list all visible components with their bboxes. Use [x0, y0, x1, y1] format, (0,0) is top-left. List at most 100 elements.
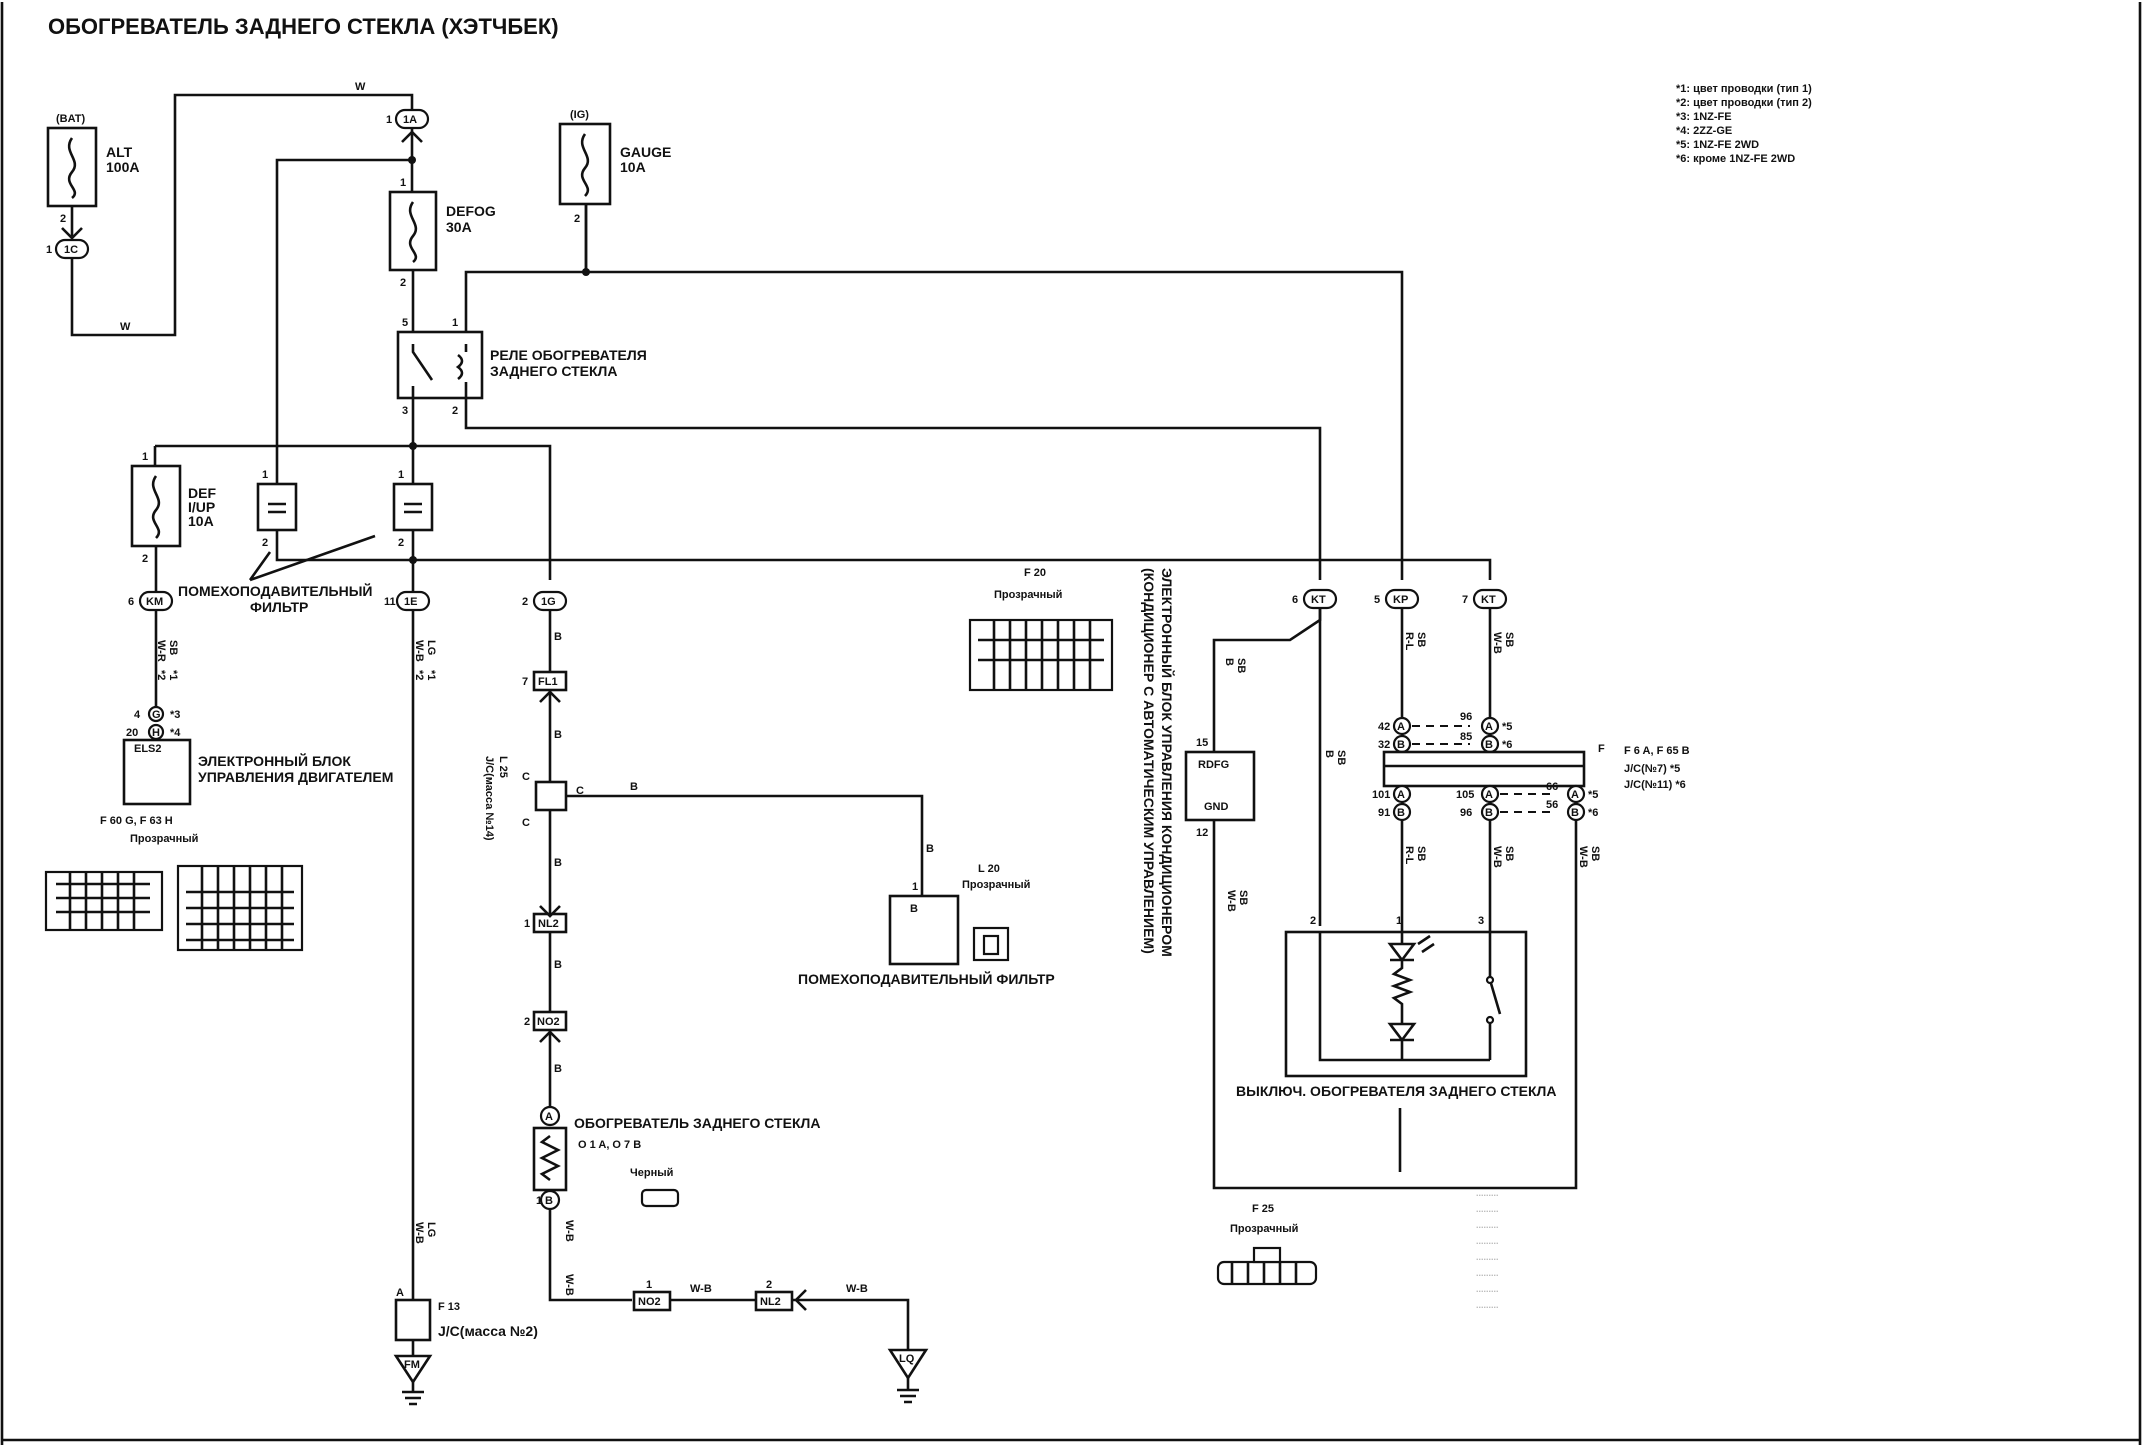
svg-text:B: B [1485, 807, 1493, 819]
svg-text:*4: *4 [170, 727, 181, 739]
svg-text:B: B [1397, 739, 1405, 751]
svg-text:.........: ......... [1476, 1236, 1499, 1246]
svg-text:6: 6 [1292, 594, 1298, 606]
svg-text:B: B [554, 729, 562, 741]
connector-nl2: NL2 1 [524, 912, 568, 934]
svg-text:I/UP: I/UP [188, 499, 215, 515]
defog-fuse: 1 2 DEFOG 30A [388, 177, 496, 289]
svg-text:10A: 10A [188, 513, 214, 529]
svg-text:Прозрачный: Прозрачный [130, 833, 198, 845]
svg-text:105: 105 [1456, 789, 1474, 801]
wire-label: SB R-L SB W-B [1403, 632, 1515, 654]
svg-text:.........: ......... [1476, 1188, 1499, 1198]
svg-text:W-B: W-B [563, 1274, 575, 1296]
connector-f20: F 20 Прозрачный [968, 567, 1114, 692]
def-iup-fuse: 1 2 DEF I/UP 10A [130, 451, 216, 565]
wire-label: W-B W-B [563, 1220, 575, 1296]
svg-text:LQ: LQ [899, 1353, 915, 1365]
svg-text:A: A [1485, 721, 1493, 733]
alt-fuse: (BAT) ALT 100A [46, 113, 139, 208]
svg-text:NL2: NL2 [760, 1296, 781, 1308]
svg-text:A: A [1397, 789, 1405, 801]
svg-text:5: 5 [402, 317, 408, 329]
connector-nl2-ground: NL2 2 [754, 1279, 794, 1312]
svg-text:ЗАДНЕГО СТЕКЛА: ЗАДНЕГО СТЕКЛА [490, 363, 617, 379]
legend: *1: цвет проводки (тип 1) *2: цвет прово… [1676, 83, 1812, 165]
svg-text:L 20: L 20 [978, 863, 1000, 875]
connector-no2-ground: NO2 1 [632, 1279, 672, 1312]
svg-text:FM: FM [404, 1359, 420, 1371]
svg-text:A: A [545, 1111, 553, 1123]
svg-text:(IG): (IG) [570, 109, 589, 121]
svg-text:F 60 G, F 63 H: F 60 G, F 63 H [100, 815, 173, 827]
svg-text:ЭЛЕКТРОННЫЙ БЛОК: ЭЛЕКТРОННЫЙ БЛОК [198, 752, 351, 769]
svg-text:4: 4 [134, 709, 141, 721]
svg-text:SB: SB [1415, 632, 1427, 647]
svg-text:DEF: DEF [188, 485, 216, 501]
svg-text:12: 12 [1196, 827, 1208, 839]
svg-text:1: 1 [524, 918, 530, 930]
svg-text:Прозрачный: Прозрачный [1230, 1223, 1298, 1235]
svg-text:(BAT): (BAT) [56, 113, 85, 125]
connector-kt: KT 6 [1292, 588, 1338, 610]
svg-text:NO2: NO2 [638, 1296, 661, 1308]
svg-text:W-R: W-R [155, 640, 167, 662]
svg-text:J/C(масса №14): J/C(масса №14) [483, 756, 495, 841]
connector-f25: F 25 Прозрачный [1216, 1203, 1318, 1286]
svg-text:.........: ......... [1476, 1300, 1499, 1310]
svg-text:ОБОГРЕВАТЕЛЬ ЗАДНЕГО СТЕКЛА: ОБОГРЕВАТЕЛЬ ЗАДНЕГО СТЕКЛА [574, 1115, 820, 1131]
gauge-fuse: (IG) GAUGE 10A 2 [558, 109, 671, 225]
svg-text:LG: LG [425, 640, 437, 655]
svg-text:R-L: R-L [1403, 846, 1415, 865]
svg-text:1E: 1E [404, 596, 417, 608]
svg-text:1: 1 [398, 469, 404, 481]
svg-text:1: 1 [1396, 915, 1402, 927]
svg-text:W-B: W-B [1491, 846, 1503, 868]
svg-text:2: 2 [452, 405, 458, 417]
svg-text:LG: LG [425, 1222, 437, 1237]
svg-text:W-B: W-B [690, 1283, 712, 1295]
ecu-connector-h [176, 864, 304, 952]
svg-text:J/C(№11) *6: J/C(№11) *6 [1624, 779, 1686, 791]
svg-text:C: C [522, 771, 530, 783]
svg-text:85: 85 [1460, 731, 1472, 743]
svg-text:11: 11 [384, 596, 396, 608]
svg-text:SB: SB [1235, 658, 1247, 673]
svg-text:ELS2: ELS2 [134, 743, 162, 755]
svg-text:GAUGE: GAUGE [620, 144, 671, 160]
ground-lq: LQ [887, 1348, 929, 1404]
svg-text:*1: *1 [167, 670, 179, 680]
svg-text:*6: *6 [1502, 739, 1512, 751]
diagram-title: ОБОГРЕВАТЕЛЬ ЗАДНЕГО СТЕКЛА (ХЭТЧБЕК) [48, 14, 559, 39]
svg-text:A: A [1397, 721, 1405, 733]
legend-line: *2: цвет проводки (тип 2) [1676, 97, 1812, 109]
svg-text:РЕЛЕ ОБОГРЕВАТЕЛЯ: РЕЛЕ ОБОГРЕВАТЕЛЯ [490, 347, 647, 363]
svg-text:2: 2 [400, 277, 406, 289]
svg-text:10A: 10A [620, 159, 646, 175]
svg-text:F 6 A, F 65 B: F 6 A, F 65 B [1624, 745, 1690, 757]
ac-ecu-label: ЭЛЕКТРОННЫЙ БЛОК УПРАВЛЕНИЯ КОНДИЦИОНЕРО… [1141, 568, 1176, 957]
svg-text:A: A [1571, 789, 1579, 801]
svg-text:42: 42 [1378, 721, 1390, 733]
svg-text:УПРАВЛЕНИЯ ДВИГАТЕЛЕМ: УПРАВЛЕНИЯ ДВИГАТЕЛЕМ [198, 769, 393, 785]
svg-text:.........: ......... [1476, 1220, 1499, 1230]
svg-text:SB: SB [1503, 632, 1515, 647]
connector-1g: 1G 2 [522, 590, 568, 612]
svg-text:2: 2 [574, 213, 580, 225]
svg-text:B: B [1397, 807, 1405, 819]
connector-kp: KP 5 [1374, 588, 1420, 610]
svg-text:6: 6 [128, 596, 134, 608]
svg-text:1: 1 [912, 881, 918, 893]
svg-text:1: 1 [536, 1195, 542, 1207]
svg-text:ALT: ALT [106, 144, 133, 160]
svg-text:B: B [1485, 739, 1493, 751]
svg-text:1: 1 [452, 317, 458, 329]
svg-text:SB: SB [1237, 890, 1249, 905]
svg-text:32: 32 [1378, 739, 1390, 751]
svg-text:W-B: W-B [846, 1283, 868, 1295]
svg-text:B: B [1223, 658, 1235, 666]
svg-text:1: 1 [646, 1279, 652, 1291]
connector-no2: NO2 2 [524, 1010, 568, 1032]
svg-text:L 25: L 25 [497, 756, 509, 778]
svg-text:96: 96 [1460, 711, 1472, 723]
